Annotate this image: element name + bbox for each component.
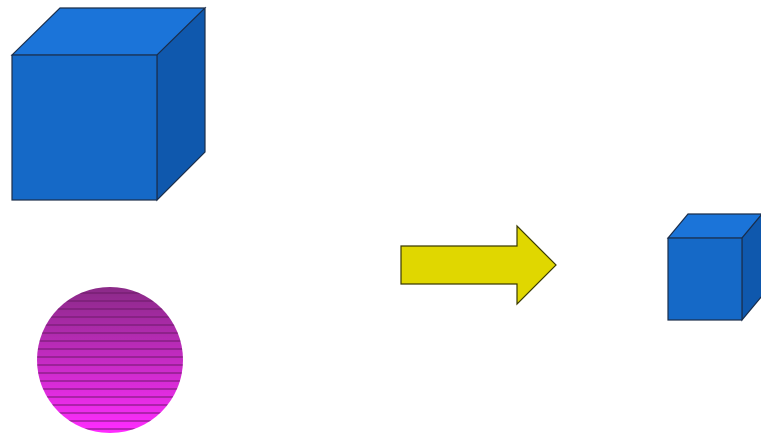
large-cube [12, 8, 205, 200]
small-cube-front-face [668, 238, 742, 320]
large-cube-front-face [12, 55, 157, 200]
small-cube [668, 214, 761, 320]
striped-sphere [30, 287, 190, 433]
right-arrow-icon [401, 226, 556, 304]
